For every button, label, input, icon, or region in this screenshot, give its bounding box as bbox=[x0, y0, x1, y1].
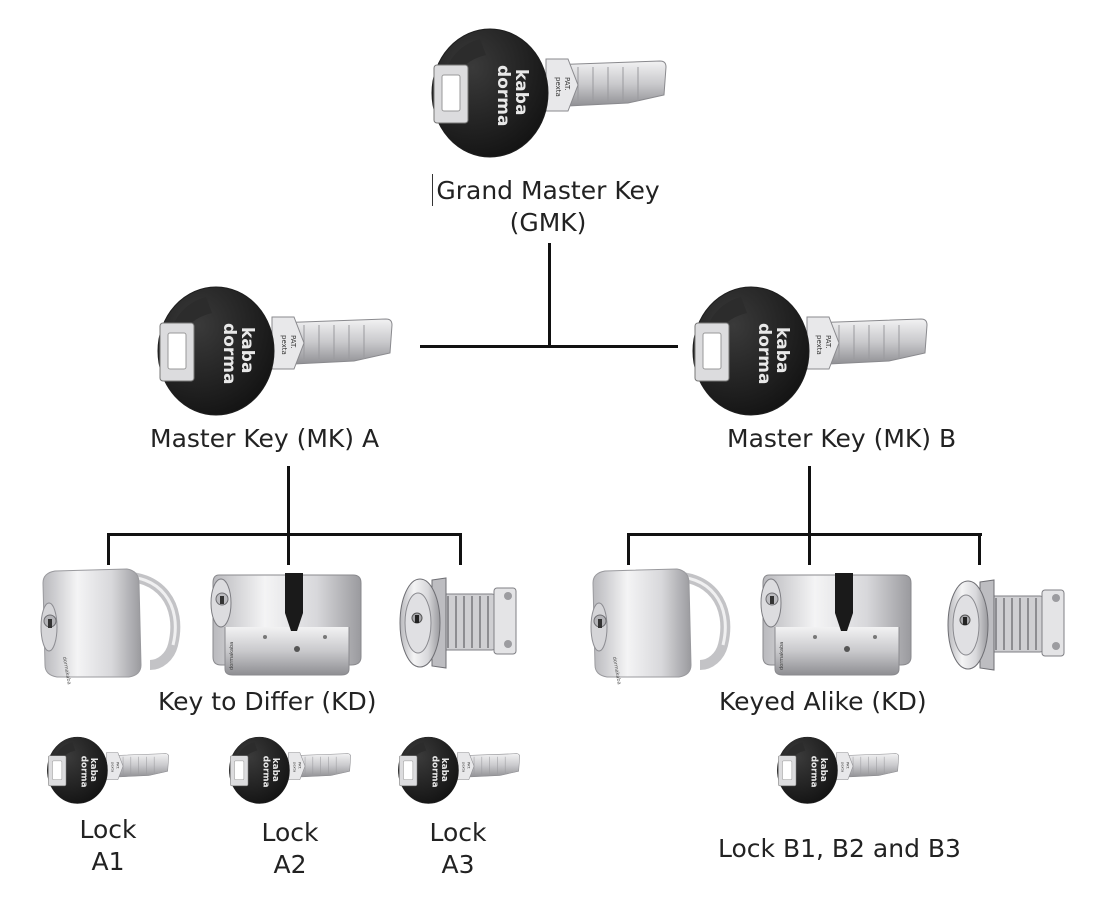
svg-text:pexta: pexta bbox=[841, 762, 845, 772]
group-b-drop-mid bbox=[808, 533, 811, 565]
lock-a2-line2: A2 bbox=[273, 850, 307, 879]
svg-text:PAT.: PAT. bbox=[297, 762, 301, 769]
group-a-drop-mid bbox=[287, 533, 290, 565]
lock-a1-line2: A1 bbox=[91, 847, 125, 876]
svg-text:pexta: pexta bbox=[554, 77, 562, 97]
mk-a-stem bbox=[287, 466, 290, 534]
svg-text:pexta: pexta bbox=[111, 762, 115, 772]
svg-text:dormakaba: dormakaba bbox=[611, 656, 622, 685]
group-a-bar bbox=[107, 533, 462, 536]
mk-b-stem bbox=[808, 466, 811, 534]
svg-text:PAT.: PAT. bbox=[115, 762, 119, 769]
svg-text:PAT.: PAT. bbox=[466, 762, 470, 769]
cam-lock-a-icon bbox=[399, 577, 517, 669]
lock-a3-line1: Lock bbox=[429, 818, 487, 847]
svg-text:kaba: kaba bbox=[439, 758, 449, 782]
gmk-label-line2: (GMK) bbox=[509, 208, 587, 237]
group-b-label: Keyed Alike (KD) bbox=[719, 687, 927, 716]
svg-text:pexta: pexta bbox=[293, 762, 297, 772]
padlock-a-icon: dormakaba bbox=[40, 568, 181, 685]
svg-text:dormakaba: dormakaba bbox=[61, 656, 72, 685]
svg-text:kaba: kaba bbox=[237, 327, 257, 373]
svg-text:dorma: dorma bbox=[430, 756, 440, 788]
mk-bar bbox=[420, 345, 678, 348]
euro-cylinder-a-icon: dormakaba bbox=[210, 573, 362, 676]
svg-text:kaba: kaba bbox=[818, 758, 828, 782]
lock-a3-line2: A3 bbox=[441, 850, 475, 879]
gmk-stem bbox=[548, 243, 551, 348]
lock-b-label: Lock B1, B2 and B3 bbox=[718, 834, 961, 863]
svg-text:PAT.: PAT. bbox=[289, 335, 297, 349]
svg-text:pexta: pexta bbox=[815, 335, 823, 355]
svg-text:pexta: pexta bbox=[462, 762, 466, 772]
svg-text:dormakaba: dormakaba bbox=[229, 642, 235, 670]
group-a-drop-left bbox=[107, 533, 110, 565]
group-b-bar bbox=[627, 533, 982, 536]
svg-text:kaba: kaba bbox=[270, 758, 280, 782]
padlock-b-icon: dormakaba bbox=[590, 568, 731, 685]
svg-text:kaba: kaba bbox=[772, 327, 792, 373]
lock-a1-line1: Lock bbox=[79, 815, 137, 844]
svg-text:PAT.: PAT. bbox=[845, 762, 849, 769]
svg-text:PAT.: PAT. bbox=[824, 335, 832, 349]
text-cursor bbox=[432, 174, 433, 206]
svg-text:dorma: dorma bbox=[754, 323, 774, 384]
svg-text:dorma: dorma bbox=[79, 756, 89, 788]
gmk-label-line1: Grand Master Key bbox=[436, 176, 660, 205]
lock-a3-label: Lock A3 bbox=[408, 817, 508, 881]
lock-a2-line1: Lock bbox=[261, 818, 319, 847]
group-a-label: Key to Differ (KD) bbox=[158, 687, 377, 716]
svg-text:dorma: dorma bbox=[219, 323, 239, 384]
group-b-drop-right bbox=[978, 533, 981, 565]
euro-cylinder-b-icon: dormakaba bbox=[760, 573, 912, 676]
group-a-drop-right bbox=[459, 533, 462, 565]
svg-text:dorma: dorma bbox=[493, 65, 513, 126]
lock-a1-label: Lock A1 bbox=[58, 814, 158, 878]
mk-a-label: Master Key (MK) A bbox=[150, 424, 380, 453]
cam-lock-b-icon bbox=[947, 579, 1065, 671]
mk-b-label: Master Key (MK) B bbox=[727, 424, 957, 453]
gmk-label: Grand Master Key (GMK) bbox=[398, 175, 698, 239]
svg-text:pexta: pexta bbox=[280, 335, 288, 355]
group-b-drop-left bbox=[627, 533, 630, 565]
svg-text:dorma: dorma bbox=[261, 756, 271, 788]
svg-text:dormakaba: dormakaba bbox=[779, 642, 785, 670]
svg-text:dorma: dorma bbox=[809, 756, 819, 788]
svg-text:kaba: kaba bbox=[88, 758, 98, 782]
svg-text:PAT.: PAT. bbox=[563, 77, 571, 91]
lock-a2-label: Lock A2 bbox=[240, 817, 340, 881]
svg-text:kaba: kaba bbox=[511, 69, 531, 115]
